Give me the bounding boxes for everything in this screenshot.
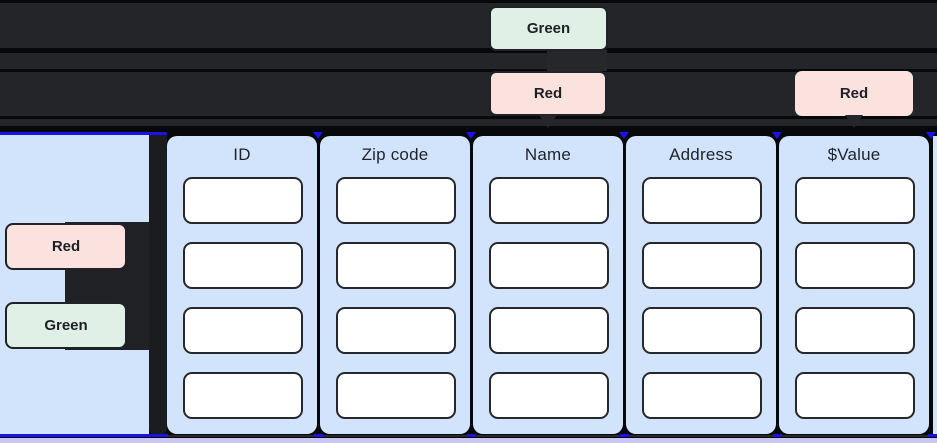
gap-marker-icon [466,132,476,139]
green-tooltip-connector [547,50,607,71]
record-band [0,119,937,126]
table-cell [183,307,303,354]
table-cell [795,177,915,224]
border-notch [467,434,476,437]
tooltip-tail-icon [539,115,557,128]
record-band [0,53,937,69]
column-header: Zip code [361,145,429,164]
table-cell [336,372,456,419]
gap-marker-icon [926,132,936,139]
table-column-name: Name [473,136,623,434]
table-column-address: Address [626,136,776,434]
tooltip-green: Green [489,6,608,51]
border-notch [314,434,323,437]
table-column-zip-code: Zip code [320,136,470,434]
table-cell [795,242,915,289]
table-cell [795,307,915,354]
table-cell [183,177,303,224]
tooltip-red-label: Red [839,85,869,102]
table-column-id: ID [167,136,317,434]
row-label-red: Red [5,223,127,270]
table-cell [642,372,762,419]
table-column-partial [933,136,937,434]
table-cell [489,177,609,224]
row-label-red-text: Red [51,238,81,255]
table-cell [183,242,303,289]
tooltip-red-label: Red [533,85,563,102]
row-label-green-text: Green [44,317,88,334]
table-cell [642,177,762,224]
row-label-green: Green [5,302,127,349]
column-header: $Value [827,145,881,164]
border-notch [928,434,937,437]
table-cell [642,242,762,289]
tooltip-green-label: Green [526,20,571,37]
gap-marker-icon [619,132,629,139]
table-cell [489,307,609,354]
lavender-strip [0,438,937,443]
table-cell [795,372,915,419]
tooltip-tail-icon [845,115,863,128]
table-cell [183,372,303,419]
container-border-bottom [0,434,168,437]
container-border-bottom-dark [168,435,937,437]
table-cell [336,242,456,289]
table-cell [489,242,609,289]
table-cell [489,372,609,419]
table-cell [336,177,456,224]
table-column-value: $Value [779,136,929,434]
column-header: Address [669,145,733,164]
border-notch [773,434,782,437]
gap-marker-icon [313,132,323,139]
record-band [0,72,937,116]
gap-marker-icon [772,132,782,139]
container-border-top [0,132,167,135]
border-notch [620,434,629,437]
tooltip-red-name-column: Red [489,71,607,116]
table-cell [642,307,762,354]
tooltip-red-value-column: Red [795,71,913,116]
record-band [0,3,937,48]
divider-strip [149,135,167,434]
column-header: Name [524,145,572,164]
column-header: ID [233,145,251,164]
table-cell [336,307,456,354]
